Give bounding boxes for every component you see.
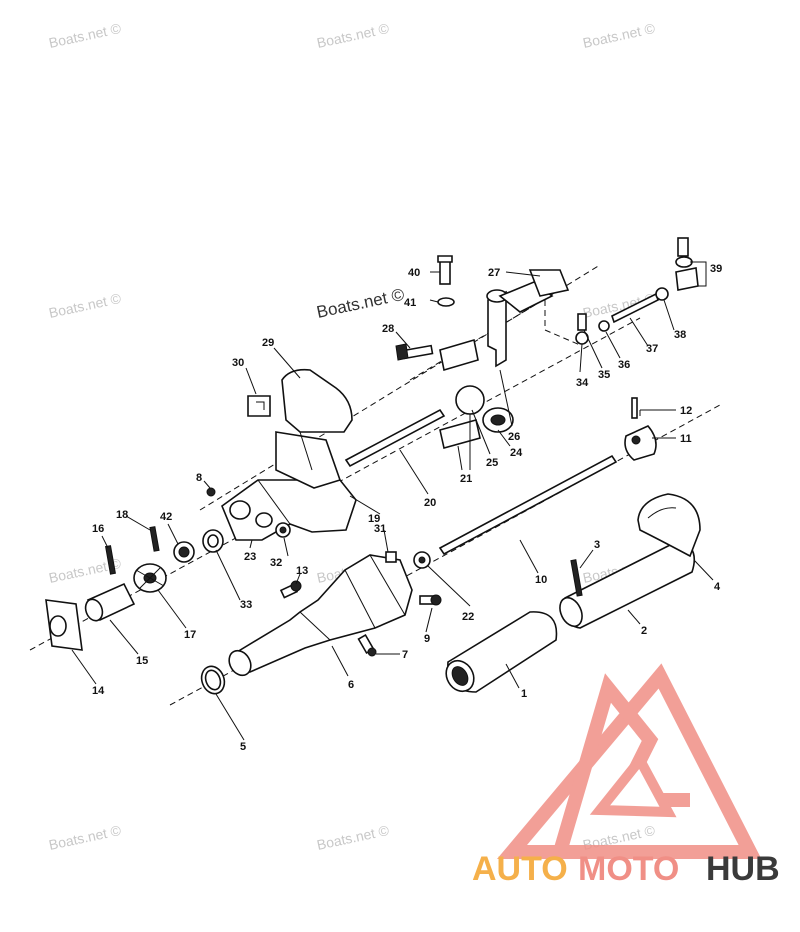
callout-41: 41: [404, 297, 416, 309]
part-24-bevel-gear: [482, 407, 514, 433]
part-30-clip: [247, 395, 271, 417]
part-15-connector: [84, 582, 136, 622]
logo-text-hub: HUB: [706, 850, 780, 888]
callout-16: 16: [92, 523, 104, 535]
watermark: Boats.net ©: [315, 822, 391, 853]
part-37-rod: [611, 292, 659, 324]
part-16-pin: [105, 545, 116, 575]
part-34-nut: [575, 313, 589, 345]
callout-24: 24: [510, 447, 523, 459]
callout-36: 36: [618, 359, 630, 371]
logo-text-moto: MOTO: [578, 850, 679, 888]
callout-4: 4: [714, 581, 721, 593]
part-6-tiller-handle: [228, 554, 413, 677]
logo-triangle-icon: [496, 663, 762, 859]
watermark: Boats.net ©: [315, 20, 391, 51]
callout-9: 9: [424, 633, 430, 645]
part-42-bushing: [173, 541, 195, 563]
watermarks: Boats.net © Boats.net © Boats.net © Boat…: [47, 20, 657, 853]
part-11-collar: [624, 425, 657, 461]
callout-5: 5: [240, 741, 246, 753]
part-20-rod: [344, 408, 446, 468]
part-27-arm: [498, 269, 570, 313]
callout-11: 11: [680, 433, 692, 445]
callout-8: 8: [196, 472, 202, 484]
callout-15: 15: [136, 655, 148, 667]
callout-34: 34: [576, 377, 589, 389]
callout-22: 22: [462, 611, 474, 623]
callout-14: 14: [92, 685, 105, 697]
part-8-nut: [206, 487, 216, 497]
automotohub-logo: AUTO MOTO HUB: [472, 663, 780, 888]
callout-2: 2: [641, 625, 647, 637]
callout-13: 13: [296, 565, 308, 577]
callout-12: 12: [680, 405, 692, 417]
part-28-bolt: [395, 343, 434, 361]
callout-35: 35: [598, 369, 610, 381]
part-39-ball-joint: [675, 237, 699, 291]
callout-3: 3: [594, 539, 600, 551]
callout-7: 7: [402, 649, 408, 661]
callout-32: 32: [270, 557, 282, 569]
part-38-nut: [655, 287, 669, 301]
callout-28: 28: [382, 323, 394, 335]
logo-text-auto: AUTO: [472, 850, 568, 888]
part-14-end-plate: [45, 599, 83, 651]
part-21-clamp: [439, 338, 485, 449]
callout-26: 26: [508, 431, 520, 443]
part-9-screw: [419, 594, 442, 606]
part-12-pin: [631, 397, 638, 419]
part-4-handle-cover: [637, 493, 701, 558]
callout-37: 37: [646, 343, 658, 355]
part-26-shaft: [486, 289, 508, 368]
callout-21: 21: [460, 473, 472, 485]
part-33-washer: [202, 529, 224, 553]
callout-42: 42: [160, 511, 172, 523]
watermark: Boats.net ©: [315, 285, 407, 322]
part-22-bushing: [413, 551, 431, 569]
part-40-bolt: [437, 255, 453, 285]
part-31-screw: [385, 551, 397, 563]
watermark: Boats.net ©: [47, 20, 123, 51]
callout-labels: 1 2 3 4 5 6 7 8 9 10 11 12 13 14 15 16 1…: [92, 263, 722, 753]
callout-20: 20: [424, 497, 436, 509]
assembly-axis-lines: [29, 264, 721, 706]
part-1-grip-sleeve: [445, 611, 558, 693]
callout-33: 33: [240, 599, 252, 611]
watermark: Boats.net ©: [581, 20, 657, 51]
callout-10: 10: [535, 574, 547, 586]
part-41-washer: [437, 297, 455, 307]
part-10-shaft: [438, 454, 618, 556]
watermark: Boats.net ©: [47, 290, 123, 321]
callout-23: 23: [244, 551, 256, 563]
watermark: Boats.net ©: [47, 822, 123, 853]
leader-lines: [71, 261, 714, 741]
part-17-gear: [133, 563, 167, 593]
part-5-o-ring: [200, 665, 226, 695]
callout-27: 27: [488, 267, 500, 279]
callout-17: 17: [184, 629, 196, 641]
callout-31: 31: [374, 523, 386, 535]
part-3-pin: [570, 559, 583, 597]
callout-25: 25: [486, 457, 498, 469]
callout-40: 40: [408, 267, 420, 279]
part-2-twist-grip: [559, 539, 696, 629]
callout-29: 29: [262, 337, 274, 349]
part-7-screw: [357, 633, 377, 657]
callout-6: 6: [348, 679, 354, 691]
callout-1: 1: [521, 688, 527, 700]
callout-30: 30: [232, 357, 244, 369]
part-13-bolt: [279, 580, 302, 599]
callout-18: 18: [116, 509, 128, 521]
part-32-nut: [275, 522, 291, 538]
part-18-pin: [149, 526, 160, 552]
part-36-nut: [598, 320, 610, 332]
part-29-housing: [275, 368, 353, 489]
callout-38: 38: [674, 329, 686, 341]
callout-19: 19: [368, 513, 380, 525]
callout-39: 39: [710, 263, 722, 275]
